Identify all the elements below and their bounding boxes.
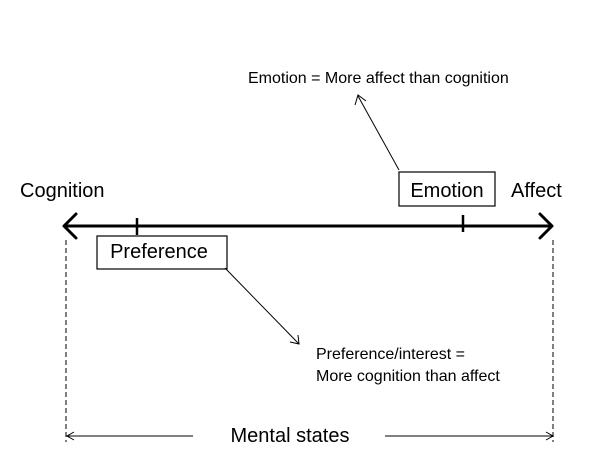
mental-states-span: Mental states [65, 425, 555, 447]
spectrum-axis [62, 212, 554, 240]
preference-note-line1: Preference/interest = [316, 346, 465, 363]
preference-box: Preference [96, 235, 228, 270]
preference-pointer-arrow [224, 267, 300, 345]
affect-label: Affect [511, 180, 562, 202]
mental-states-label: Mental states [231, 425, 350, 447]
preference-note-line2: More cognition than affect [316, 368, 500, 385]
preference-pointer-arrowhead-icon [289, 334, 300, 345]
cognition-label: Cognition [20, 180, 105, 202]
emotion-pointer-arrowhead-icon [354, 94, 367, 106]
preference-box-label: Preference [110, 241, 208, 263]
emotion-note: Emotion = More affect than cognition [248, 70, 509, 87]
emotion-pointer-arrow [354, 94, 400, 171]
emotion-box: Emotion [398, 171, 496, 207]
span-left-arrowhead-icon [65, 431, 75, 441]
span-right-arrowhead-icon [545, 431, 555, 441]
emotion-box-label: Emotion [410, 180, 483, 202]
left-arrowhead-icon [62, 212, 78, 240]
right-arrowhead-icon [538, 212, 554, 240]
